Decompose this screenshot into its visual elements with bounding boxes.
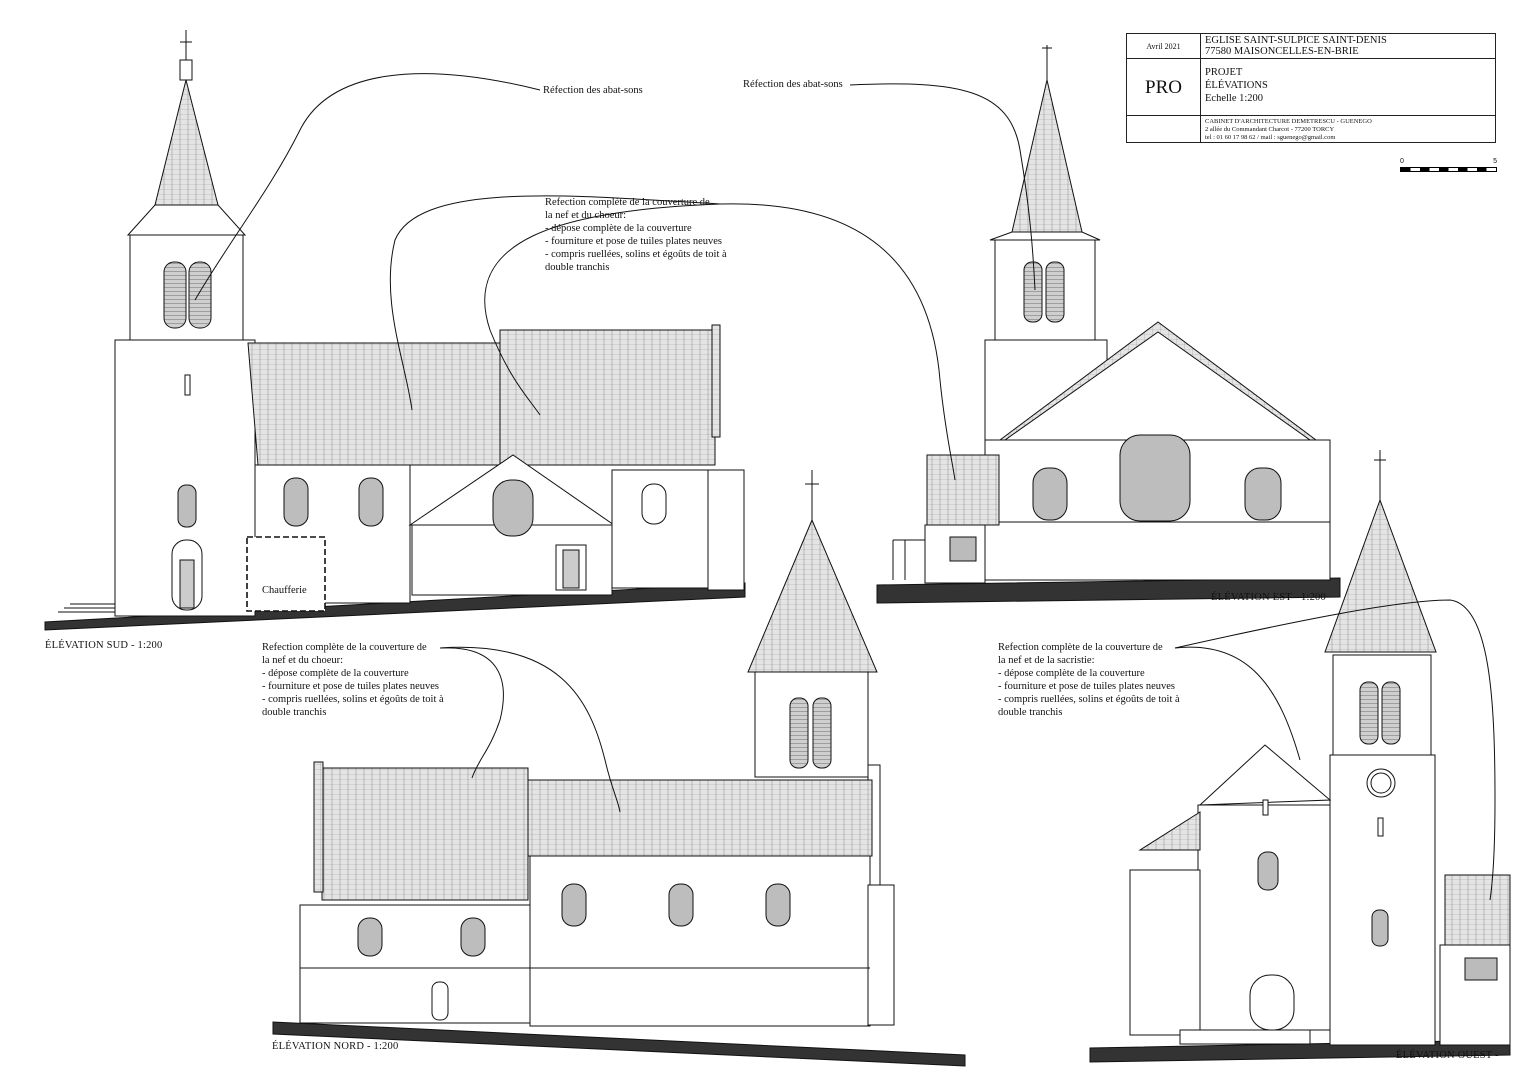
caption-elevation-ouest: ÉLÉVATION OUEST -	[1396, 1050, 1499, 1061]
project-label: PROJET	[1205, 67, 1243, 78]
elevation-ouest	[1089, 450, 1511, 1063]
note-couverture-nord: Refection complète de la couverture de l…	[262, 641, 444, 719]
leader-couverture-ouest	[1174, 646, 1301, 761]
leader-lines	[194, 73, 1496, 901]
caption-elevation-nord: ÉLÉVATION NORD - 1:200	[272, 1041, 399, 1052]
note-line: - compris ruellées, solins et égoûts de …	[262, 694, 444, 705]
note-line: - compris ruellées, solins et égoûts de …	[998, 694, 1180, 705]
leader-abat-sons-sud	[194, 73, 541, 301]
note-line: Refection complète de la couverture de	[545, 197, 710, 208]
title-block-phase: PRO	[1127, 59, 1201, 116]
note-line: double tranchis	[545, 262, 610, 273]
elevation-est	[876, 45, 1341, 604]
label-chaufferie: Chaufferie	[262, 585, 307, 596]
project-sheet: ÉLÉVATIONS	[1205, 80, 1268, 91]
spire-est	[1011, 79, 1083, 233]
note-couverture-ouest: Refection complète de la couverture de l…	[998, 641, 1180, 719]
elevation-nord	[272, 470, 966, 1067]
roof-choeur-sud	[499, 329, 716, 466]
scale-bar: 0 5	[1400, 158, 1497, 174]
note-abat-sons-sud: Réfection des abat-sons	[543, 85, 643, 96]
note-line: double tranchis	[262, 707, 327, 718]
note-line: - fourniture et pose de tuiles plates ne…	[998, 681, 1175, 692]
spire-sud	[154, 79, 219, 206]
leader-couverture-choeur-sud	[484, 203, 721, 416]
note-line: la nef et du choeur:	[545, 210, 627, 221]
leader-couverture-nef-sud	[389, 195, 721, 411]
project-scale: Echelle 1:200	[1205, 93, 1264, 104]
note-line: Refection complète de la couverture de	[262, 642, 427, 653]
church-address: 77580 MAISONCELLES-EN-BRIE	[1205, 46, 1359, 57]
cabinet-contact: tel : 01 60 17 98 62 / mail : sguenego@g…	[1205, 134, 1336, 141]
scale-bar-start: 0	[1400, 158, 1404, 165]
caption-elevation-est: ÉLÉVATION EST - 1:200	[1211, 592, 1326, 603]
note-line: - fourniture et pose de tuiles plates ne…	[545, 236, 722, 247]
church-name: EGLISE SAINT-SULPICE SAINT-DENIS	[1205, 35, 1387, 46]
cabinet-address: 2 allée du Commandant Charcot - 77200 TO…	[1205, 126, 1335, 133]
note-line: - dépose complète de la couverture	[998, 668, 1145, 679]
note-line: - dépose complète de la couverture	[262, 668, 409, 679]
title-block-church: EGLISE SAINT-SULPICE SAINT-DENIS 77580 M…	[1201, 34, 1495, 59]
note-abat-sons-est: Réfection des abat-sons	[743, 79, 843, 90]
scale-bar-end: 5	[1493, 158, 1497, 165]
title-block-cabinet: CABINET D'ARCHITECTURE DEMETRESCU - GUEN…	[1201, 116, 1495, 142]
note-line: Refection complète de la couverture de	[998, 642, 1163, 653]
scale-bar-graduation	[1400, 167, 1497, 172]
title-block: Avril 2021 EGLISE SAINT-SULPICE SAINT-DE…	[1126, 33, 1496, 143]
roof-choeur-nord	[527, 779, 873, 857]
note-line: - fourniture et pose de tuiles plates ne…	[262, 681, 439, 692]
note-line: double tranchis	[998, 707, 1063, 718]
note-line: - compris ruellées, solins et égoûts de …	[545, 249, 727, 260]
spire-ouest	[1324, 498, 1437, 653]
title-block-project: PROJET ÉLÉVATIONS Echelle 1:200	[1201, 59, 1495, 116]
caption-elevation-sud: ÉLÉVATION SUD - 1:200	[45, 640, 163, 651]
title-block-blank	[1127, 116, 1201, 142]
ground-nord	[272, 1021, 966, 1067]
note-line: la nef et de la sacristie:	[998, 655, 1095, 666]
elevation-sud	[44, 30, 746, 631]
leader-couverture-choeur-nord	[439, 646, 621, 813]
leader-couverture-sacristie	[1174, 599, 1496, 901]
leader-couverture-est	[719, 203, 956, 481]
note-couverture-top: Refection complète de la couverture de l…	[545, 196, 727, 274]
note-line: - dépose complète de la couverture	[545, 223, 692, 234]
cabinet-name: CABINET D'ARCHITECTURE DEMETRESCU - GUEN…	[1205, 118, 1372, 125]
leader-couverture-nef-nord	[439, 647, 504, 779]
leader-abat-sons-est	[849, 83, 1036, 291]
spire-nord	[747, 518, 878, 673]
note-line: la nef et du choeur:	[262, 655, 344, 666]
roof-nef-sud	[247, 342, 501, 466]
title-block-date: Avril 2021	[1127, 34, 1201, 59]
roof-nef-nord	[321, 767, 529, 901]
